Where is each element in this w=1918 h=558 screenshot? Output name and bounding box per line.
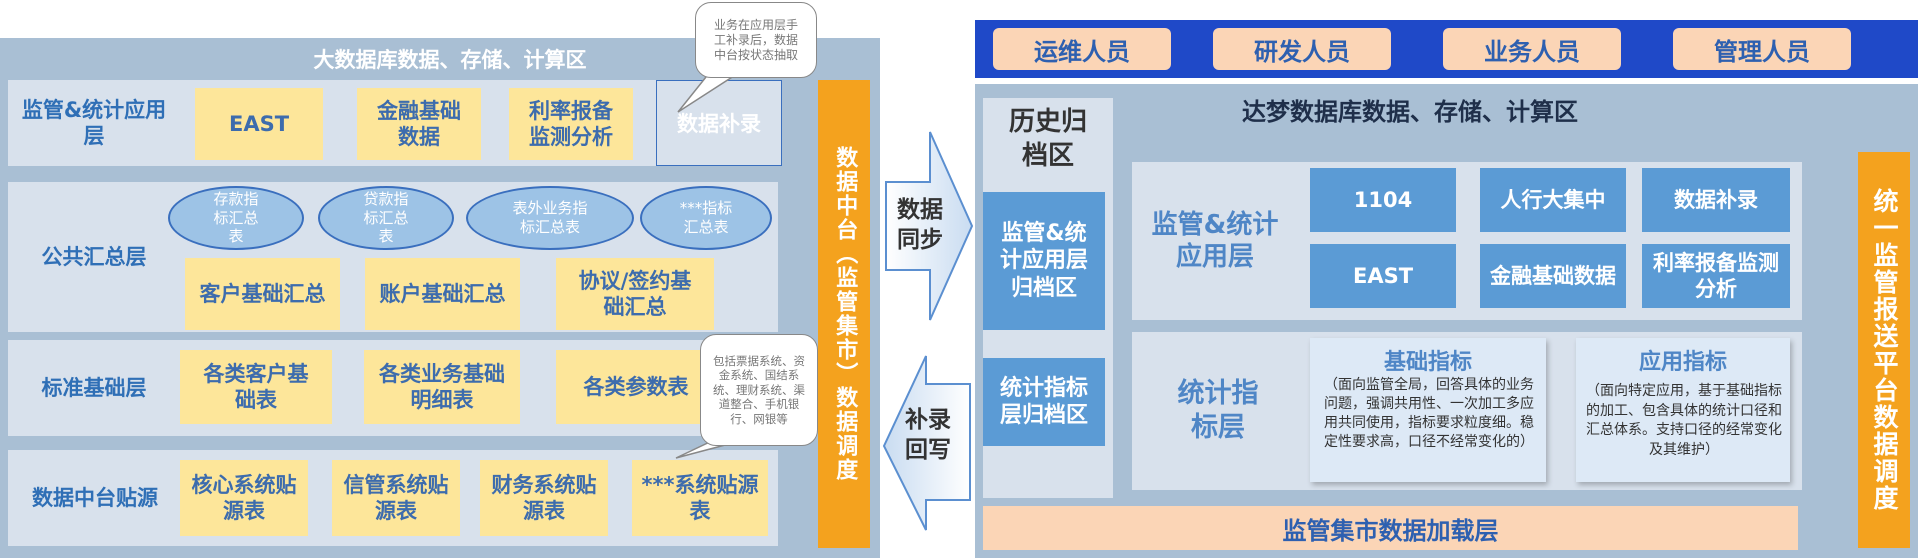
dameng-title: 达梦数据库数据、存储、计算区 (1242, 98, 1578, 126)
left-standard-layer-label: 标准基础层 (41, 375, 147, 400)
role-management: 管理人员 (1673, 28, 1851, 70)
customer-summary-box: 客户基础汇总 (185, 258, 340, 330)
agreement-summary-box: 协议/签约基础汇总 (556, 258, 714, 330)
business-base-table-box: 各类业务基础明细表 (364, 350, 520, 424)
role-ops: 运维人员 (993, 28, 1171, 70)
box-rate-filing: 利率报备监测分析 (1642, 244, 1790, 308)
apply-indicator-title: 应用指标 (1638, 350, 1727, 375)
role-business: 业务人员 (1443, 28, 1621, 70)
loan-summary-oval: 贷款指标汇总表 (318, 186, 454, 250)
other-system-source-box: ***系统贴源表 (632, 460, 768, 536)
stat-layer-archive: 统计指标层归档区 (983, 358, 1105, 446)
box-data-supplement: 数据补录 (1642, 168, 1790, 232)
writeback-label: 补录回写 (905, 407, 951, 463)
credit-system-source-box: 信管系统贴源表 (332, 460, 460, 536)
off-balance-summary-oval: 表外业务指标汇总表 (466, 186, 634, 250)
rate-filing-box: 利率报备监测分析 (509, 88, 633, 160)
left-source-layer-label: 数据中台贴源 (32, 485, 158, 510)
box-financial-base-data: 金融基础数据 (1480, 244, 1626, 308)
account-summary-box: 账户基础汇总 (365, 258, 520, 330)
history-archive-title: 历史归档区 (1008, 107, 1087, 171)
customer-base-table-box: 各类客户基础表 (180, 350, 332, 424)
right-app-layer-label: 监管&统计应用层 (1151, 209, 1279, 273)
data-middle-platform-scheduling: 数据中台（监管集市）数据调度 (818, 80, 870, 548)
load-layer: 监管集市数据加载层 (983, 506, 1798, 550)
big-data-title: 大数据库数据、存储、计算区 (313, 48, 587, 72)
parameter-table-box: 各类参数表 (556, 350, 716, 424)
financial-base-data-box: 金融基础数据 (357, 88, 481, 160)
box-pboc-centralized: 人行大集中 (1480, 168, 1626, 232)
box-east: EAST (1310, 244, 1456, 308)
left-summary-layer-label: 公共汇总层 (41, 244, 147, 269)
core-system-source-box: 核心系统贴源表 (180, 460, 308, 536)
finance-system-source-box: 财务系统贴源表 (480, 460, 608, 536)
sync-arrow (885, 131, 974, 321)
left-app-layer-label: 监管&统计应用层 (21, 97, 167, 148)
app-layer-archive: 监管&统计应用层归档区 (983, 192, 1105, 330)
writeback-arrow (882, 355, 971, 531)
basic-indicator-desc: （面向监管全局，回答具体的业务问题，强调共用性、一次加工多应用共同使用，指标要求… (1324, 377, 1534, 450)
right-stat-layer-label: 统计指标层 (1177, 378, 1259, 443)
east-box: EAST (195, 88, 323, 160)
basic-indicator-title: 基础指标 (1383, 350, 1472, 375)
apply-indicator-card (1576, 338, 1790, 482)
data-sync-label: 数据同步 (897, 197, 943, 253)
deposit-summary-oval: 存款指标汇总表 (168, 186, 304, 250)
source-systems-note-bubble: 包括票据系统、资金系统、国结系统、理财系统、渠道整合、手机银行、网银等 (700, 334, 818, 446)
other-summary-oval: ***指标汇总表 (640, 186, 772, 250)
apply-indicator-desc: （面向特定应用，基于基础指标的加工、包含具体的统计口径和汇总体系。支持口径的经常… (1586, 383, 1782, 458)
basic-indicator-card (1310, 338, 1546, 482)
supplement-note-bubble: 业务在应用层手工补录后，数据中台按状态抽取 (695, 2, 817, 78)
box-1104: 1104 (1310, 168, 1456, 232)
unified-platform-scheduling: 统一监管报送平台数据调度 (1858, 152, 1910, 548)
role-dev: 研发人员 (1213, 28, 1391, 70)
